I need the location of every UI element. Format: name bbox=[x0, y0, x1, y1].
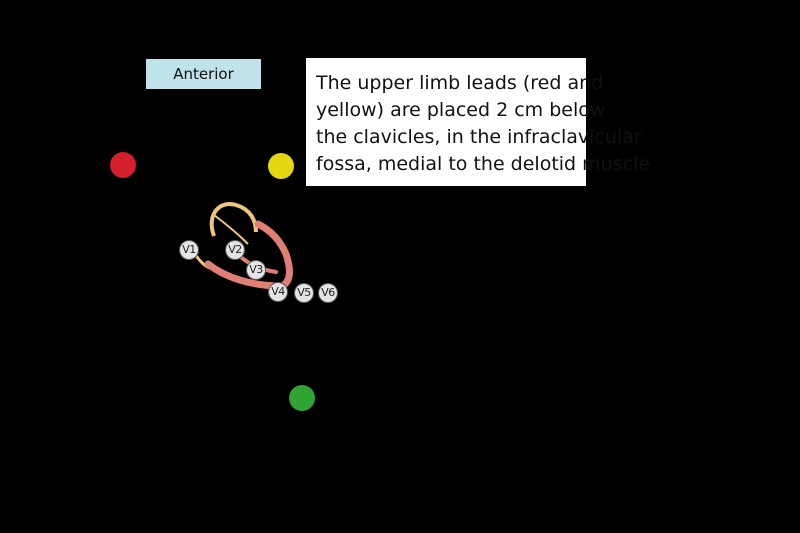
vessel-branch bbox=[213, 214, 249, 245]
lead-v6-marker: V6 bbox=[318, 283, 338, 303]
info-line: yellow) are placed 2 cm below bbox=[316, 99, 606, 121]
leg-electrode bbox=[289, 385, 315, 411]
left-arm-electrode bbox=[268, 153, 294, 179]
info-box: The upper limb leads (red and yellow) ar… bbox=[306, 58, 650, 186]
right-arm-electrode bbox=[110, 152, 136, 178]
heart-body bbox=[204, 220, 293, 290]
lead-v4-marker: V4 bbox=[268, 282, 288, 302]
info-line: the clavicles, in the infraclavicular bbox=[316, 126, 642, 148]
lead-v3-marker: V3 bbox=[246, 260, 266, 280]
lead-v2-marker: V2 bbox=[225, 240, 245, 260]
lead-v5-marker: V5 bbox=[294, 283, 314, 303]
anterior-label: Anterior bbox=[146, 59, 261, 89]
info-line: The upper limb leads (red and bbox=[316, 72, 604, 94]
great-vessels bbox=[209, 202, 258, 237]
lead-v1-marker: V1 bbox=[179, 240, 199, 260]
info-text: The upper limb leads (red and yellow) ar… bbox=[306, 58, 651, 178]
info-line: fossa, medial to the delotid muscle bbox=[316, 153, 651, 175]
